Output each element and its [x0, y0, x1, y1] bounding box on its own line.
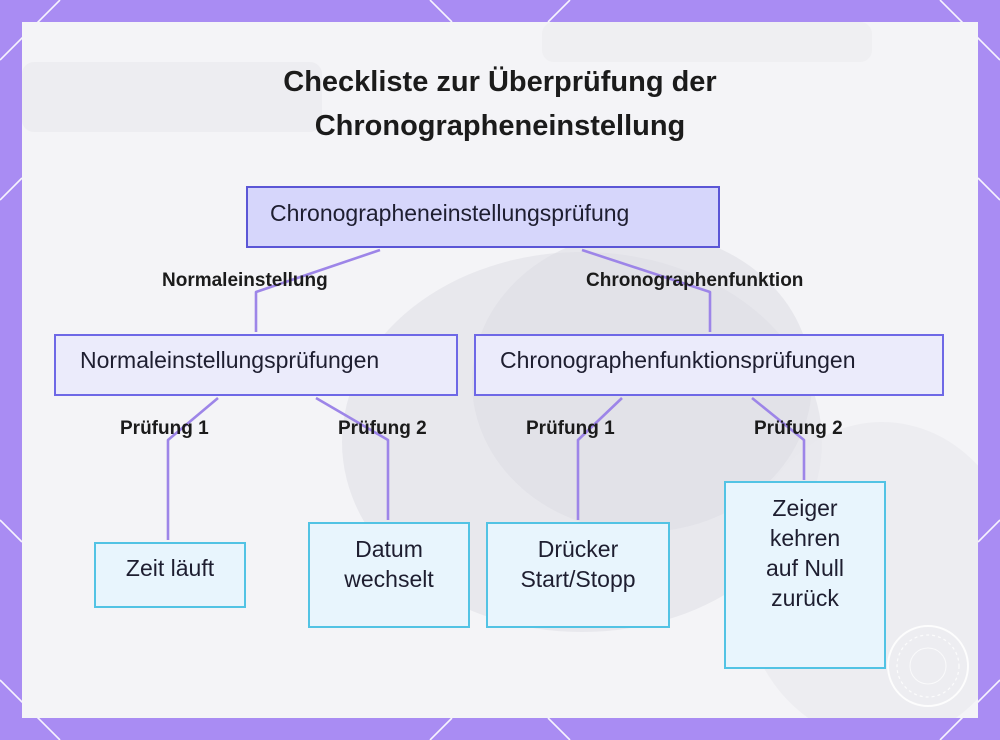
- leaf-line: Drücker: [537, 536, 619, 562]
- leaf-date-change: Datum wechselt: [308, 522, 470, 628]
- edge-label-normal-1: Prüfung 1: [120, 418, 209, 439]
- connector-root-left: [254, 248, 381, 332]
- connector-left-2: [315, 396, 390, 520]
- leaf-line: kehren: [769, 525, 841, 551]
- diagram-title-line-1: Checkliste zur Überprüfung der: [283, 66, 717, 98]
- node-normal-checks: Normaleinstellungsprüfungen: [54, 334, 458, 396]
- leaf-line: zurück: [771, 585, 839, 611]
- edge-label-chrono-2: Prüfung 2: [754, 418, 843, 439]
- leaf-line: auf Null: [766, 555, 844, 581]
- root-node: Chronographeneinstellungsprüfung: [246, 186, 720, 248]
- leaf-line: Zeiger: [772, 495, 838, 521]
- leaf-line: Start/Stopp: [520, 566, 636, 592]
- leaf-hands-reset: Zeiger kehren auf Null zurück: [724, 481, 886, 669]
- node-chrono-checks-label: Chronographenfunktionsprüfungen: [500, 347, 856, 373]
- leaf-time-running: Zeit läuft: [94, 542, 246, 608]
- edge-label-normal: Normaleinstellung: [162, 270, 328, 291]
- watermark-seal-icon: [887, 625, 969, 707]
- connector-root-right: [581, 248, 712, 332]
- edge-label-normal-2: Prüfung 2: [338, 418, 427, 439]
- node-normal-checks-label: Normaleinstellungsprüfungen: [80, 347, 380, 373]
- connector-right-1: [576, 397, 623, 520]
- leaf-pusher-start-stop: Drücker Start/Stopp: [486, 522, 670, 628]
- connector-right-2: [751, 396, 806, 480]
- root-node-label: Chronographeneinstellungsprüfung: [270, 200, 630, 226]
- node-chrono-checks: Chronographenfunktionsprüfungen: [474, 334, 944, 396]
- edge-label-chrono-1: Prüfung 1: [526, 418, 615, 439]
- diagram-title-line-2: Chronographeneinstellung: [314, 110, 686, 142]
- connector-left-1: [166, 397, 219, 540]
- leaf-line: wechselt: [344, 566, 434, 592]
- edge-label-chrono: Chronographenfunktion: [586, 270, 804, 291]
- leaf-line: Datum: [355, 536, 423, 562]
- leaf-line: Zeit läuft: [125, 555, 215, 581]
